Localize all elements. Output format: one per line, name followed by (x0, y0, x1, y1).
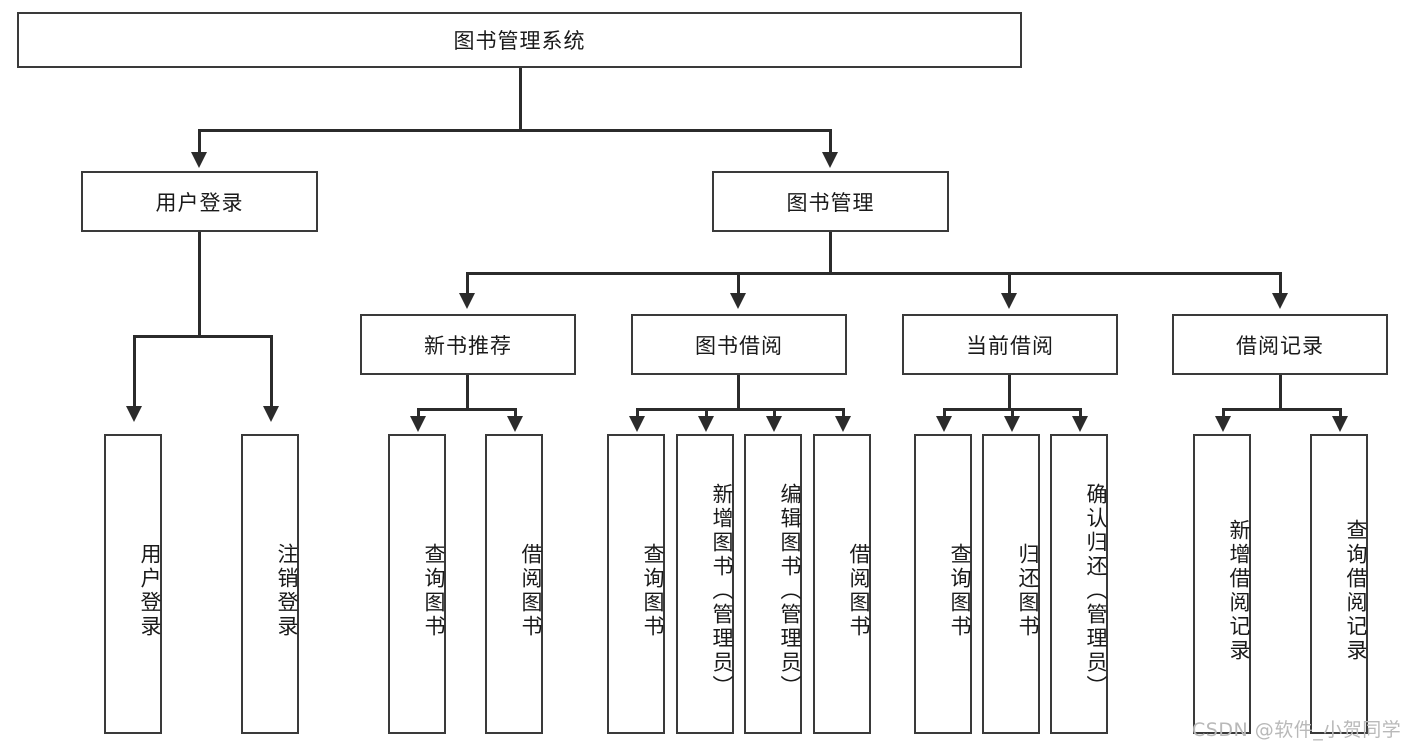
connector-root-to-bookmgmt (829, 129, 832, 155)
leaf-bookborrow-borrow-book[interactable]: 借阅图书 (813, 434, 871, 734)
arrow-bookborrow-leaf-1 (629, 416, 645, 432)
leaf-bookborrow-add-book[interactable]: 新增图书（管理员） (676, 434, 734, 734)
node-user-login[interactable]: 用户登录 (81, 171, 318, 232)
node-current-borrow[interactable]: 当前借阅 (902, 314, 1118, 375)
connector-userlogin-drop-1 (133, 335, 136, 409)
arrow-newbook-leaf-1 (410, 416, 426, 432)
leaf-label: 查询图书 (422, 543, 446, 639)
arrow-currentborrow-leaf-3 (1072, 416, 1088, 432)
arrow-bookmgmt-to-borrow (730, 293, 746, 309)
arrow-bookmgmt-to-record (1272, 293, 1288, 309)
leaf-label: 借阅图书 (847, 543, 871, 639)
connector-root-to-userlogin (198, 129, 201, 155)
arrow-root-to-userlogin (191, 152, 207, 168)
node-book-borrow[interactable]: 图书借阅 (631, 314, 847, 375)
connector-newbook-bus (417, 408, 516, 411)
arrow-bookborrow-leaf-4 (835, 416, 851, 432)
leaf-user-login-logout[interactable]: 注销登录 (241, 434, 299, 734)
connector-bookmgmt-drop-3 (1008, 272, 1011, 296)
connector-userlogin-bus (133, 335, 270, 338)
connector-userlogin-stem (198, 232, 201, 336)
leaf-label: 注销登录 (275, 543, 299, 639)
connector-bookborrow-drop-2 (705, 408, 708, 418)
leaf-label: 查询图书 (948, 543, 972, 639)
connector-borrowrecord-drop-2 (1339, 408, 1342, 418)
connector-bookmgmt-bus (466, 272, 1281, 275)
connector-bookborrow-bus (636, 408, 844, 411)
connector-bookborrow-drop-3 (773, 408, 776, 418)
node-book-management[interactable]: 图书管理 (712, 171, 949, 232)
leaf-label: 新增图书（管理员） (710, 483, 734, 699)
connector-bookborrow-drop-1 (636, 408, 639, 418)
leaf-label: 借阅图书 (519, 543, 543, 639)
connector-userlogin-drop-2 (270, 335, 273, 409)
arrow-bookmgmt-to-newbook (459, 293, 475, 309)
connector-bookmgmt-stem (829, 232, 832, 274)
arrow-root-to-bookmgmt (822, 152, 838, 168)
leaf-borrowrecord-add-record[interactable]: 新增借阅记录 (1193, 434, 1251, 734)
leaf-borrowrecord-query-record[interactable]: 查询借阅记录 (1310, 434, 1368, 734)
leaf-label: 查询图书 (641, 543, 665, 639)
connector-newbook-drop-1 (417, 408, 420, 418)
connector-bookborrow-stem (737, 375, 740, 409)
leaf-newbook-query-book[interactable]: 查询图书 (388, 434, 446, 734)
leaf-newbook-borrow-book[interactable]: 借阅图书 (485, 434, 543, 734)
leaf-currentborrow-query-book[interactable]: 查询图书 (914, 434, 972, 734)
connector-bookborrow-drop-4 (842, 408, 845, 418)
arrow-userlogin-leaf-1 (126, 406, 142, 422)
leaf-bookborrow-edit-book[interactable]: 编辑图书（管理员） (744, 434, 802, 734)
connector-root-bus (198, 129, 831, 132)
connector-borrowrecord-drop-1 (1222, 408, 1225, 418)
csdn-watermark: CSDN @软件_小贺同学 (1192, 719, 1402, 741)
connector-currentborrow-stem (1008, 375, 1011, 409)
leaf-label: 查询借阅记录 (1344, 519, 1368, 663)
leaf-label: 确认归还（管理员） (1084, 483, 1108, 699)
connector-currentborrow-drop-3 (1079, 408, 1082, 418)
arrow-bookmgmt-to-current (1001, 293, 1017, 309)
leaf-label: 用户登录 (138, 543, 162, 639)
leaf-currentborrow-confirm-return[interactable]: 确认归还（管理员） (1050, 434, 1108, 734)
connector-newbook-drop-2 (514, 408, 517, 418)
leaf-label: 新增借阅记录 (1227, 519, 1251, 663)
connector-borrowrecord-stem (1279, 375, 1282, 409)
connector-borrowrecord-bus (1222, 408, 1341, 411)
connector-newbook-stem (466, 375, 469, 409)
connector-bookmgmt-drop-4 (1279, 272, 1282, 296)
arrow-currentborrow-leaf-1 (936, 416, 952, 432)
arrow-newbook-leaf-2 (507, 416, 523, 432)
arrow-borrowrecord-leaf-1 (1215, 416, 1231, 432)
connector-root-stem (519, 68, 522, 130)
connector-currentborrow-drop-1 (943, 408, 946, 418)
node-new-book-recommend[interactable]: 新书推荐 (360, 314, 576, 375)
leaf-bookborrow-query-book[interactable]: 查询图书 (607, 434, 665, 734)
node-root-system[interactable]: 图书管理系统 (17, 12, 1022, 68)
arrow-userlogin-leaf-2 (263, 406, 279, 422)
leaf-currentborrow-return-book[interactable]: 归还图书 (982, 434, 1040, 734)
leaf-label: 归还图书 (1016, 543, 1040, 639)
arrow-currentborrow-leaf-2 (1004, 416, 1020, 432)
arrow-borrowrecord-leaf-2 (1332, 416, 1348, 432)
connector-bookmgmt-drop-1 (466, 272, 469, 296)
node-borrow-record[interactable]: 借阅记录 (1172, 314, 1388, 375)
connector-bookmgmt-drop-2 (737, 272, 740, 296)
leaf-label: 编辑图书（管理员） (778, 483, 802, 699)
arrow-bookborrow-leaf-2 (698, 416, 714, 432)
connector-currentborrow-drop-2 (1011, 408, 1014, 418)
leaf-user-login-login[interactable]: 用户登录 (104, 434, 162, 734)
arrow-bookborrow-leaf-3 (766, 416, 782, 432)
